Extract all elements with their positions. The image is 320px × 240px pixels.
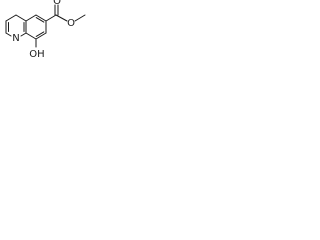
ring-nitrogen-label: N: [12, 33, 19, 44]
bond: [55, 14, 68, 22]
bond: [20, 32, 27, 37]
structure-canvas: N OH O O: [0, 0, 124, 70]
carbonyl-oxygen-label: O: [53, 0, 61, 7]
hydroxyl-label: OH: [29, 49, 44, 60]
quinoline-ester-structure: N OH O O: [5, 0, 86, 60]
bond: [5, 32, 12, 37]
bond: [35, 17, 45, 23]
ester-oxygen-label: O: [67, 18, 75, 29]
bond: [25, 32, 37, 40]
bond: [35, 14, 47, 22]
bond: [45, 14, 57, 22]
bond: [25, 14, 37, 22]
bond: [15, 14, 27, 22]
bond: [74, 14, 86, 22]
bond: [35, 31, 45, 37]
bond: [5, 14, 17, 22]
bond: [35, 32, 47, 40]
